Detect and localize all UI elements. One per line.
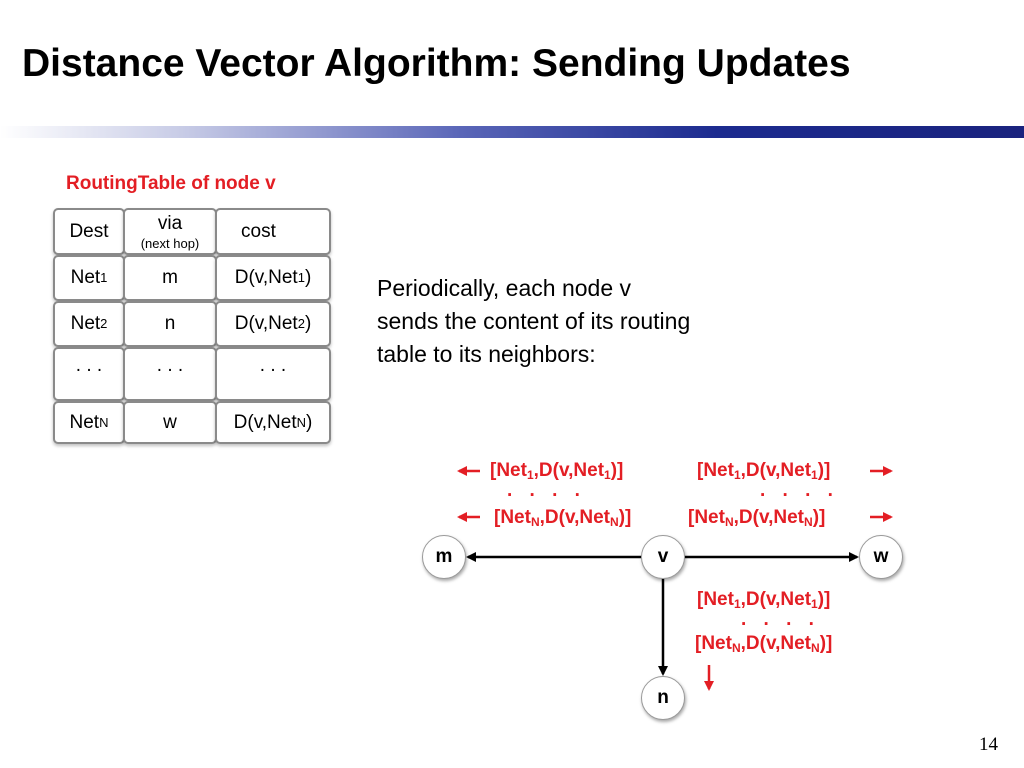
row-2-via: n [123,301,217,347]
slide-title: Distance Vector Algorithm: Sending Updat… [22,42,851,85]
description-line-3: table to its neighbors: [377,341,596,367]
header-via-label: via [157,212,183,234]
node-m: m [422,535,466,579]
msg-to-w-last: [NetN,D(v,NetN)] [688,507,826,529]
msg-to-w-first: [Net1,D(v,Net1)] [697,460,831,482]
row-1-via: m [123,255,217,301]
msg-to-n-last: [NetN,D(v,NetN)] [695,633,833,655]
description-line-1: Periodically, each node v [377,275,631,301]
node-w: w [859,535,903,579]
node-v: v [641,535,685,579]
msg-to-n-dots: . . . . [741,609,820,630]
row-3-dest: . . . [53,347,125,401]
description-line-2: sends the content of its routing [377,308,691,334]
row-3-cost: . . . [215,347,331,401]
msg-to-m-first: [Net1,D(v,Net1)] [490,460,624,482]
node-n: n [641,676,685,720]
header-cost: cost [215,208,331,255]
msg-to-w-dots: . . . . [760,480,839,501]
msg-to-m-dots: . . . . [507,480,586,501]
header-cost-label: cost [241,220,276,242]
row-3-via: . . . [123,347,217,401]
page-number: 14 [979,734,998,755]
routing-table-caption: RoutingTable of node v [66,173,276,194]
msg-to-m-last: [NetN,D(v,NetN)] [494,507,632,529]
title-divider [0,126,1024,138]
header-dest-label: Dest [69,220,109,242]
description-text: Periodically, each node v sends the cont… [377,272,797,371]
header-dest: Dest [53,208,125,255]
header-via-note: (next hop) [140,235,200,251]
header-via: via (next hop) [123,208,217,255]
msg-to-n-first: [Net1,D(v,Net1)] [697,589,831,611]
row-4-via: w [123,401,217,444]
